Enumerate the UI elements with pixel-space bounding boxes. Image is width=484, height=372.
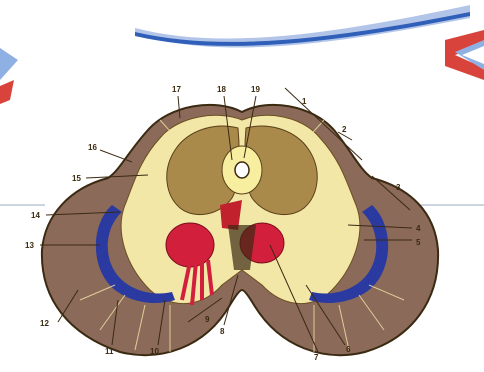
label-2: 2 bbox=[342, 125, 347, 134]
label-9: 9 bbox=[205, 315, 210, 324]
label-16: 16 bbox=[88, 143, 97, 152]
label-6: 6 bbox=[346, 345, 351, 354]
label-12: 12 bbox=[40, 319, 49, 328]
cross-section bbox=[42, 105, 438, 355]
label-18: 18 bbox=[217, 85, 226, 94]
aqueduct bbox=[235, 162, 249, 178]
label-8: 8 bbox=[220, 327, 225, 336]
label-15: 15 bbox=[72, 174, 81, 183]
label-11: 11 bbox=[105, 347, 114, 356]
label-19: 19 bbox=[251, 85, 260, 94]
label-1: 1 bbox=[302, 97, 307, 106]
left-red-swoosh bbox=[0, 80, 14, 104]
label-13: 13 bbox=[25, 241, 34, 250]
left-blue-swoosh bbox=[0, 48, 18, 80]
label-14: 14 bbox=[31, 211, 40, 220]
label-5: 5 bbox=[416, 238, 421, 247]
label-3: 3 bbox=[396, 183, 401, 192]
label-17: 17 bbox=[172, 85, 181, 94]
right-red-swoosh bbox=[445, 30, 484, 80]
label-4: 4 bbox=[416, 224, 421, 233]
label-7: 7 bbox=[314, 353, 319, 362]
label-10: 10 bbox=[150, 347, 159, 356]
